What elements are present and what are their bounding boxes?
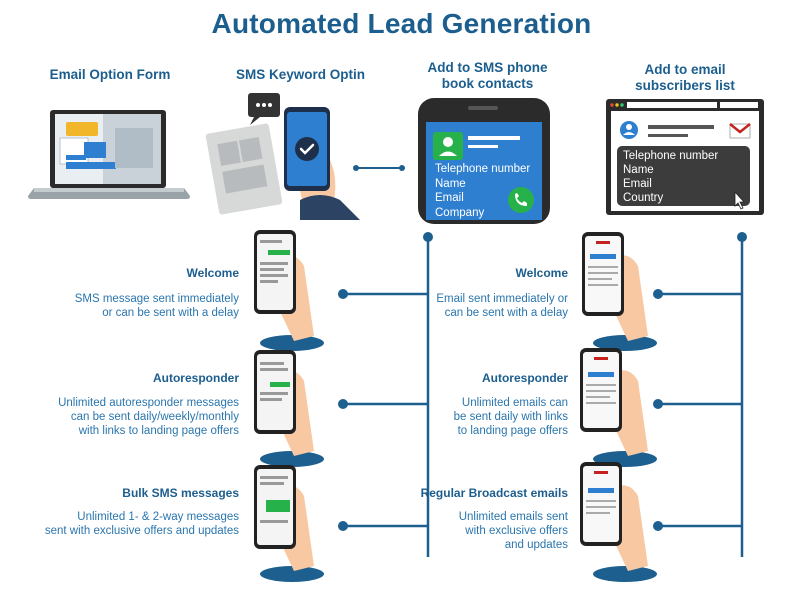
- phone-card-company: Company: [435, 206, 485, 219]
- email-autoresponder-desc: Unlimited emails can be sent daily with …: [420, 396, 568, 438]
- sms-bulk-desc: Unlimited 1- & 2-way messages sent with …: [20, 510, 239, 538]
- sms-bulk-desc-line2: sent with exclusive offers and updates: [44, 525, 239, 537]
- sms-bulk-title: Bulk SMS messages: [122, 486, 239, 500]
- email-card-name: Name: [623, 164, 654, 176]
- email-broadcast-phone-icon: [580, 462, 657, 582]
- email-broadcast-desc-line3: and updates: [504, 539, 568, 551]
- sms-welcome-desc-line1: SMS message sent immediately: [74, 293, 239, 305]
- email-autoresponder-desc-line1: Unlimited emails can: [461, 397, 568, 409]
- header-email-subscribers-line2: subscribers list: [635, 78, 735, 93]
- email-welcome-desc-line2: can be sent with a delay: [444, 307, 568, 319]
- email-subscriber-card: Telephone number Name Email Country: [623, 149, 718, 205]
- email-welcome-desc-line1: Email sent immediately or: [436, 293, 568, 305]
- email-broadcast-desc: Unlimited emails sent with exclusive off…: [420, 510, 568, 552]
- email-broadcast-desc-line2: with exclusive offers: [465, 525, 568, 537]
- phone-card-name: Name: [435, 177, 466, 190]
- header-sms-phonebook-line1: Add to SMS phone: [427, 60, 548, 75]
- sms-bulk-desc-line1: Unlimited 1- & 2-way messages: [77, 511, 239, 523]
- sms-autoresponder-desc-line3: with links to landing page offers: [78, 425, 239, 437]
- sms-autoresponder-title: Autoresponder: [152, 371, 239, 385]
- header-sms-phonebook-line2: book contacts: [441, 76, 534, 91]
- sms-bulk-phone-icon: [254, 465, 324, 582]
- header-sms-keyword-optin: SMS Keyword Optin: [235, 67, 365, 82]
- phone-contact-card: Telephone number Name Email Company: [435, 162, 530, 220]
- sms-welcome-desc: SMS message sent immediately or can be s…: [20, 292, 239, 320]
- phonebook-phone-icon: [418, 98, 550, 224]
- header-sms-phonebook: Add to SMS phone book contacts: [400, 60, 575, 92]
- email-broadcast-title: Regular Broadcast emails: [420, 486, 568, 500]
- email-autoresponder-title: Autoresponder: [481, 371, 568, 385]
- email-card-country: Country: [623, 192, 664, 204]
- header-email-subscribers-line1: Add to email: [644, 62, 726, 77]
- email-welcome-desc: Email sent immediately or can be sent wi…: [420, 292, 568, 320]
- phone-card-email: Email: [435, 192, 464, 204]
- sms-welcome-phone-icon: [254, 230, 324, 351]
- sms-optin-illustration: [205, 93, 360, 220]
- sms-autoresponder-desc-line2: can be sent daily/weekly/monthly: [70, 411, 239, 423]
- email-autoresponder-phone-icon: [580, 348, 657, 467]
- page-title: Automated Lead Generation: [211, 8, 592, 39]
- sms-autoresponder-desc: Unlimited autoresponder messages can be …: [20, 396, 239, 438]
- sms-welcome-title: Welcome: [186, 266, 239, 280]
- header-email-subscribers: Add to email subscribers list: [600, 62, 770, 94]
- email-welcome-phone-icon: [582, 232, 657, 351]
- email-card-email: Email: [623, 178, 652, 190]
- email-welcome-title: Welcome: [515, 266, 568, 280]
- laptop-icon: [28, 110, 190, 199]
- email-browser-window-icon: [606, 99, 764, 215]
- phone-card-telephone: Telephone number: [435, 163, 531, 175]
- email-broadcast-desc-line1: Unlimited emails sent: [458, 511, 568, 523]
- sms-autoresponder-desc-line1: Unlimited autoresponder messages: [58, 397, 239, 409]
- email-card-telephone: Telephone number: [623, 150, 719, 162]
- sms-autoresponder-phone-icon: [254, 350, 324, 467]
- header-email-option-form: Email Option Form: [49, 67, 171, 82]
- email-autoresponder-desc-line3: to landing page offers: [457, 425, 568, 437]
- sms-welcome-desc-line2: or can be sent with a delay: [102, 307, 239, 319]
- email-autoresponder-desc-line2: be sent daily with links: [453, 411, 568, 423]
